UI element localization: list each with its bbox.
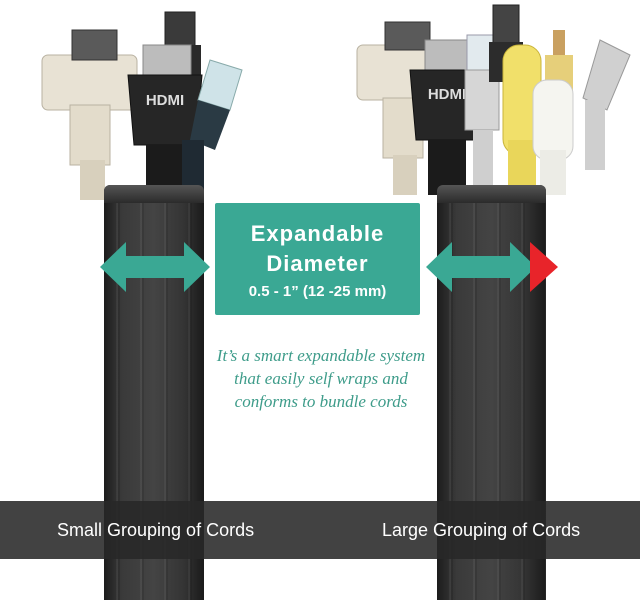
hdmi-label: HDMI	[146, 92, 184, 109]
large-grouping-caption: Large Grouping of Cords	[382, 520, 581, 540]
diameter-range: 0.5 - 1” (12 -25 mm)	[248, 283, 387, 300]
small-cord-bundle: HDMI	[41, 11, 243, 200]
ethernet-connector-icon	[182, 59, 243, 190]
caption-band: Small Grouping of Cords Large Grouping o…	[0, 501, 640, 559]
mini-usb-connector-icon	[582, 39, 631, 170]
description-text: It’s a smart expandable system that easi…	[216, 346, 426, 411]
vga-connector-icon	[41, 29, 138, 200]
double-arrow-expand-icon	[426, 242, 558, 292]
expandable-diameter-box: Expandable Diameter 0.5 - 1” (12 -25 mm)	[215, 203, 420, 315]
info-title: Expandable Diameter	[250, 221, 385, 276]
hdmi-label: HDMI	[428, 86, 466, 103]
double-arrow-icon	[100, 242, 210, 292]
rca-white-connector-icon	[532, 79, 574, 195]
small-grouping-caption: Small Grouping of Cords	[57, 520, 255, 540]
large-cord-bundle: HDMI	[356, 4, 631, 195]
